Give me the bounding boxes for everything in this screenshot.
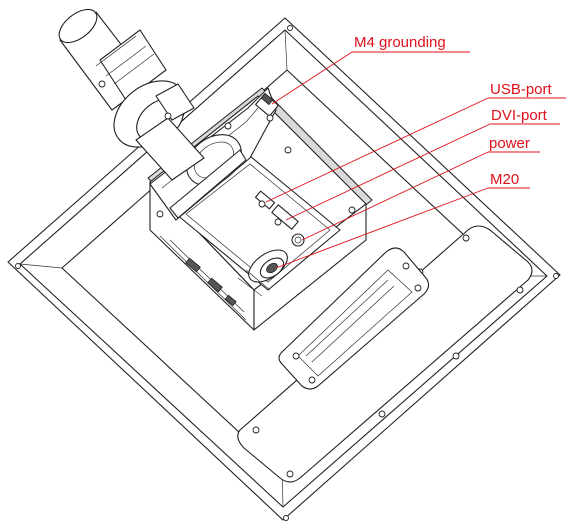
handle-frame bbox=[278, 247, 430, 390]
label-usb-port: USB-port bbox=[490, 81, 553, 98]
leader-power bbox=[301, 151, 489, 241]
hinged-cover bbox=[149, 87, 277, 221]
callout-leaders bbox=[265, 51, 566, 269]
leader-m20 bbox=[275, 187, 489, 269]
leader-m4-grounding bbox=[271, 51, 353, 105]
mounting-arm bbox=[58, 8, 205, 181]
callout-labels: M4 grounding USB-port DVI-port power M20 bbox=[354, 34, 553, 188]
label-dvi-port: DVI-port bbox=[491, 107, 548, 124]
label-power: power bbox=[489, 135, 530, 152]
label-m4-grounding: M4 grounding bbox=[354, 34, 446, 51]
rear-mounting-plate bbox=[237, 225, 533, 483]
connector-compartment bbox=[175, 155, 341, 297]
leader-dvi-port bbox=[285, 123, 491, 221]
grounding-stud bbox=[255, 92, 279, 122]
leader-usb-port bbox=[265, 97, 489, 203]
frame-screws bbox=[15, 25, 559, 521]
label-m20: M20 bbox=[490, 171, 519, 188]
